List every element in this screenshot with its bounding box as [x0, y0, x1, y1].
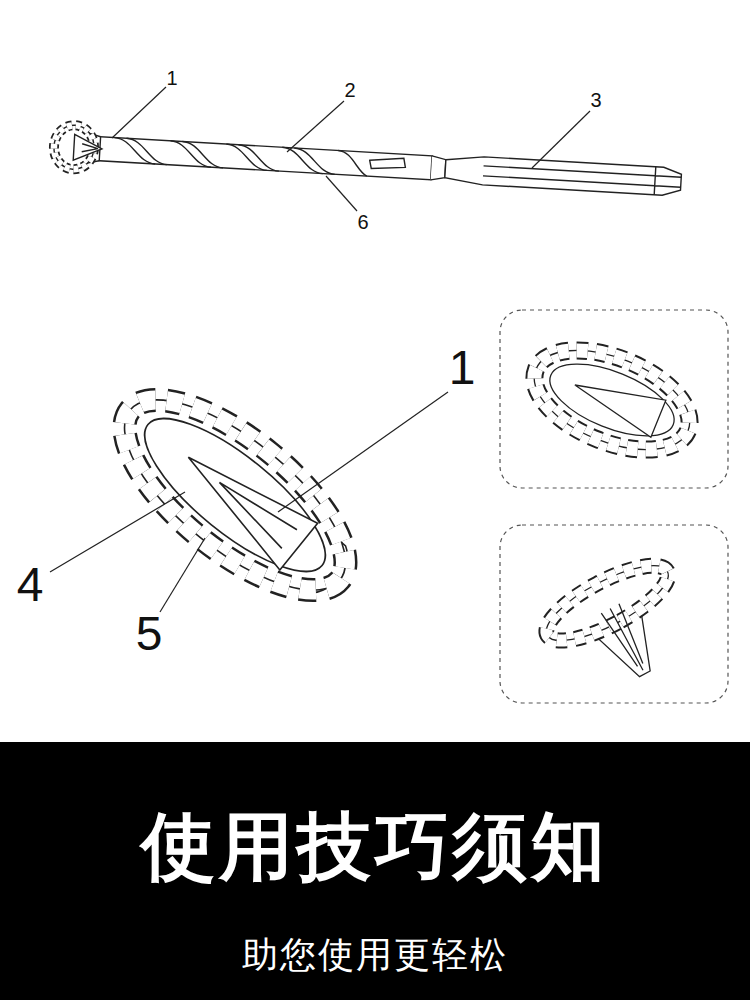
crown-view: [520, 330, 704, 469]
view-frame: [500, 525, 728, 703]
callout-number: 5: [136, 610, 163, 658]
crown-teeth-fill: [95, 367, 374, 622]
leader-line: [287, 101, 344, 152]
spiral-flute: [113, 138, 368, 177]
crown-blade-edge: [601, 604, 652, 675]
title-band: 使用技巧须知助您使用更轻松: [0, 742, 750, 1000]
drill-neck: [431, 156, 446, 181]
hex-shank: [445, 155, 682, 197]
crown-ring: [520, 330, 704, 469]
callout-number: 6: [357, 212, 368, 232]
flute-slot: [369, 156, 406, 170]
tip-blade-edge: [82, 144, 98, 153]
crown-teeth-fill: [537, 552, 678, 655]
banner-subtitle: 助您使用更轻松: [0, 934, 750, 975]
leader-line: [50, 492, 185, 572]
crown-view: [537, 552, 705, 706]
leader-line: [112, 87, 166, 138]
callout-number: 2: [344, 80, 355, 100]
callout-number: 4: [17, 561, 44, 609]
tip-blade: [73, 134, 102, 162]
leader-line: [160, 538, 205, 612]
crown-teeth: [520, 330, 704, 469]
leader-line: [326, 176, 357, 211]
crown-enlarged: [95, 367, 374, 622]
crown-ring: [537, 552, 678, 655]
callout-number: 3: [590, 90, 601, 110]
crown-face: [124, 395, 346, 595]
callout-number: 1: [166, 68, 177, 88]
leader-line: [278, 392, 448, 512]
drill-shaft: [99, 137, 432, 180]
crown-teeth: [537, 552, 678, 655]
crown-blade: [567, 366, 665, 437]
crown-face: [540, 349, 683, 450]
crown-teeth-fill: [520, 330, 704, 469]
crown-ring: [95, 367, 374, 622]
leader-line: [532, 111, 590, 168]
crown-teeth: [95, 367, 374, 622]
hex-edge: [482, 157, 681, 196]
banner-title: 使用技巧须知: [0, 804, 750, 889]
leader-lines: [50, 87, 590, 612]
crown-blade: [169, 434, 317, 570]
callout-number: 1: [449, 344, 476, 392]
view-frame: [500, 310, 728, 488]
crown-blade-edge: [212, 473, 297, 548]
drill-bit: [53, 124, 682, 204]
